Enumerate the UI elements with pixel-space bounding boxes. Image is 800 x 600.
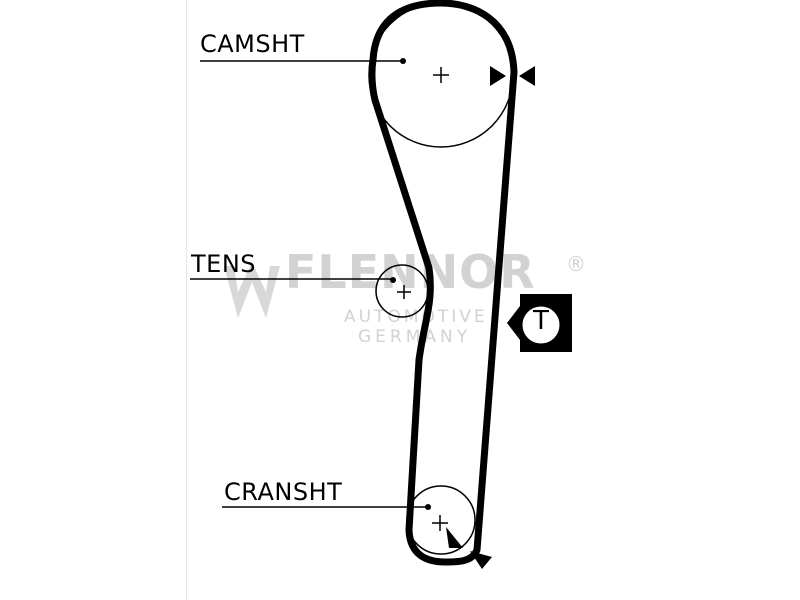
timing-belt bbox=[368, 0, 518, 566]
left-border-line bbox=[186, 0, 187, 600]
crankshaft-leader-dot bbox=[425, 504, 431, 510]
tensioner-center-cross bbox=[397, 285, 411, 299]
camshaft-mark-left-arrow-icon bbox=[519, 66, 535, 86]
watermark-line2: GERMANY bbox=[358, 327, 472, 347]
camshaft-center-cross bbox=[433, 67, 449, 83]
crankshaft-mark-arrow-icon bbox=[446, 527, 463, 548]
crankshaft-label: CRANSHT bbox=[224, 478, 343, 506]
tension-marker-circle bbox=[521, 305, 561, 345]
watermark-registered-mark: ® bbox=[566, 252, 586, 276]
watermark-logo-icon bbox=[224, 262, 280, 318]
crankshaft-center-cross bbox=[432, 515, 448, 531]
watermark-line1: AUTOMOTIVE bbox=[344, 307, 488, 327]
tension-marker-letter: T bbox=[533, 306, 549, 336]
tensioner-pulley bbox=[375, 264, 429, 318]
tensioner-leader-dot bbox=[390, 277, 396, 283]
tensioner-label: TENS bbox=[191, 250, 257, 278]
camshaft-mark-right-arrow-icon bbox=[490, 66, 506, 86]
camshaft-leader-dot bbox=[400, 58, 406, 64]
crankshaft-outer-arrow-icon bbox=[470, 551, 492, 569]
watermark-brand: FLENNOR bbox=[285, 245, 536, 299]
crankshaft-pulley bbox=[406, 485, 476, 555]
camshaft-label: CAMSHT bbox=[200, 30, 305, 58]
